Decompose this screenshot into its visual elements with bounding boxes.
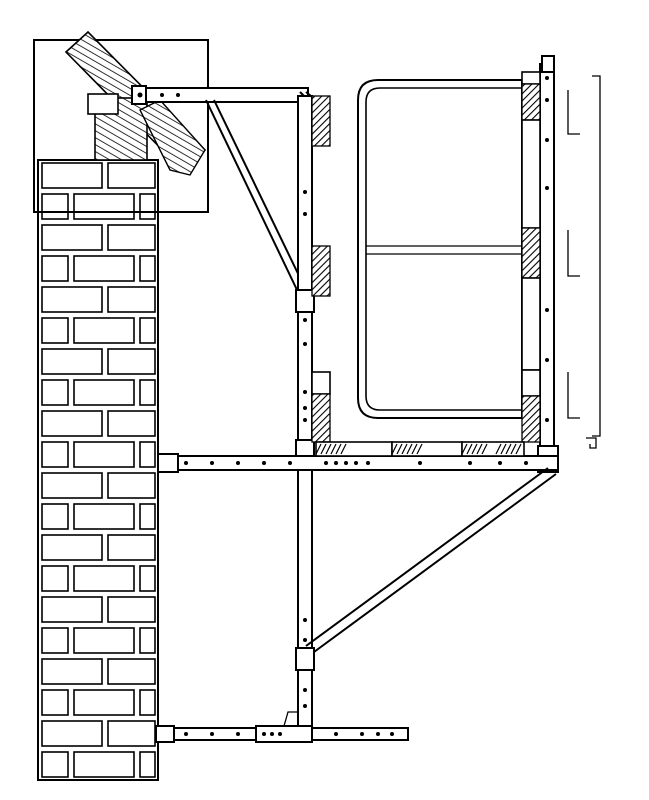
brick (107, 410, 156, 437)
brick (139, 751, 156, 778)
platform-wall-coupler (157, 453, 179, 473)
brick (41, 193, 69, 220)
brick-wall (37, 159, 159, 781)
brick (139, 255, 156, 282)
clamp-block (87, 93, 119, 115)
brick (41, 317, 69, 344)
bottom-tie (155, 711, 409, 743)
brick (107, 472, 156, 499)
brick (41, 224, 103, 251)
brick (41, 565, 69, 592)
lower-brace (305, 467, 557, 653)
brick (41, 162, 103, 189)
brick (41, 286, 103, 313)
side-plank-2 (521, 277, 541, 371)
outer-upright-tube (539, 63, 555, 465)
brick (41, 441, 69, 468)
brick (107, 162, 156, 189)
outer-upright-cap (541, 55, 555, 73)
brick (73, 627, 135, 654)
brick (41, 720, 103, 747)
toe-board-2 (311, 245, 331, 297)
brick (41, 348, 103, 375)
brick (41, 410, 103, 437)
brick (41, 255, 69, 282)
platform-board-1 (315, 441, 393, 457)
upright-joint-3 (295, 647, 315, 671)
brick (139, 689, 156, 716)
toe-board-1 (311, 95, 331, 147)
toe-board-3 (311, 393, 331, 443)
brick (139, 441, 156, 468)
bricks (41, 162, 156, 778)
side-board-3 (521, 395, 541, 443)
working-platform (157, 441, 559, 473)
brick (107, 720, 156, 747)
brick (107, 534, 156, 561)
brick (73, 565, 135, 592)
rail-inner (365, 87, 523, 411)
wall-outline (37, 159, 159, 781)
brick (107, 224, 156, 251)
toe-boards-left (311, 95, 331, 443)
brick (139, 503, 156, 530)
brick (107, 348, 156, 375)
rail-outer (357, 79, 523, 419)
building-edge (567, 75, 601, 449)
bottom-wall-coupler (155, 725, 175, 743)
bottom-clip (283, 711, 299, 727)
brick (107, 286, 156, 313)
brick (139, 627, 156, 654)
brick (41, 627, 69, 654)
main-upright (295, 95, 315, 737)
brick (73, 689, 135, 716)
brick (41, 751, 69, 778)
side-board-1 (521, 83, 541, 121)
brick (73, 193, 135, 220)
upright-joint-1 (295, 289, 315, 313)
guard-rail-frame (357, 79, 523, 419)
top-tie-tube (131, 87, 309, 103)
brick (107, 596, 156, 623)
brick (73, 751, 135, 778)
outer-upright (521, 55, 559, 473)
brick (107, 658, 156, 685)
brick (139, 193, 156, 220)
brick (41, 379, 69, 406)
brick (139, 565, 156, 592)
detail-frame (33, 39, 209, 213)
brick (139, 317, 156, 344)
brick (41, 472, 103, 499)
brick (41, 658, 103, 685)
brick (73, 255, 135, 282)
brick (41, 503, 69, 530)
brick (73, 441, 135, 468)
brick (41, 689, 69, 716)
brick (41, 596, 103, 623)
brick (41, 534, 103, 561)
toe-board-block (311, 371, 331, 395)
side-plank-1 (521, 119, 541, 229)
brick (73, 317, 135, 344)
side-board-2 (521, 227, 541, 279)
brick (73, 379, 135, 406)
brick (73, 503, 135, 530)
brick (139, 379, 156, 406)
